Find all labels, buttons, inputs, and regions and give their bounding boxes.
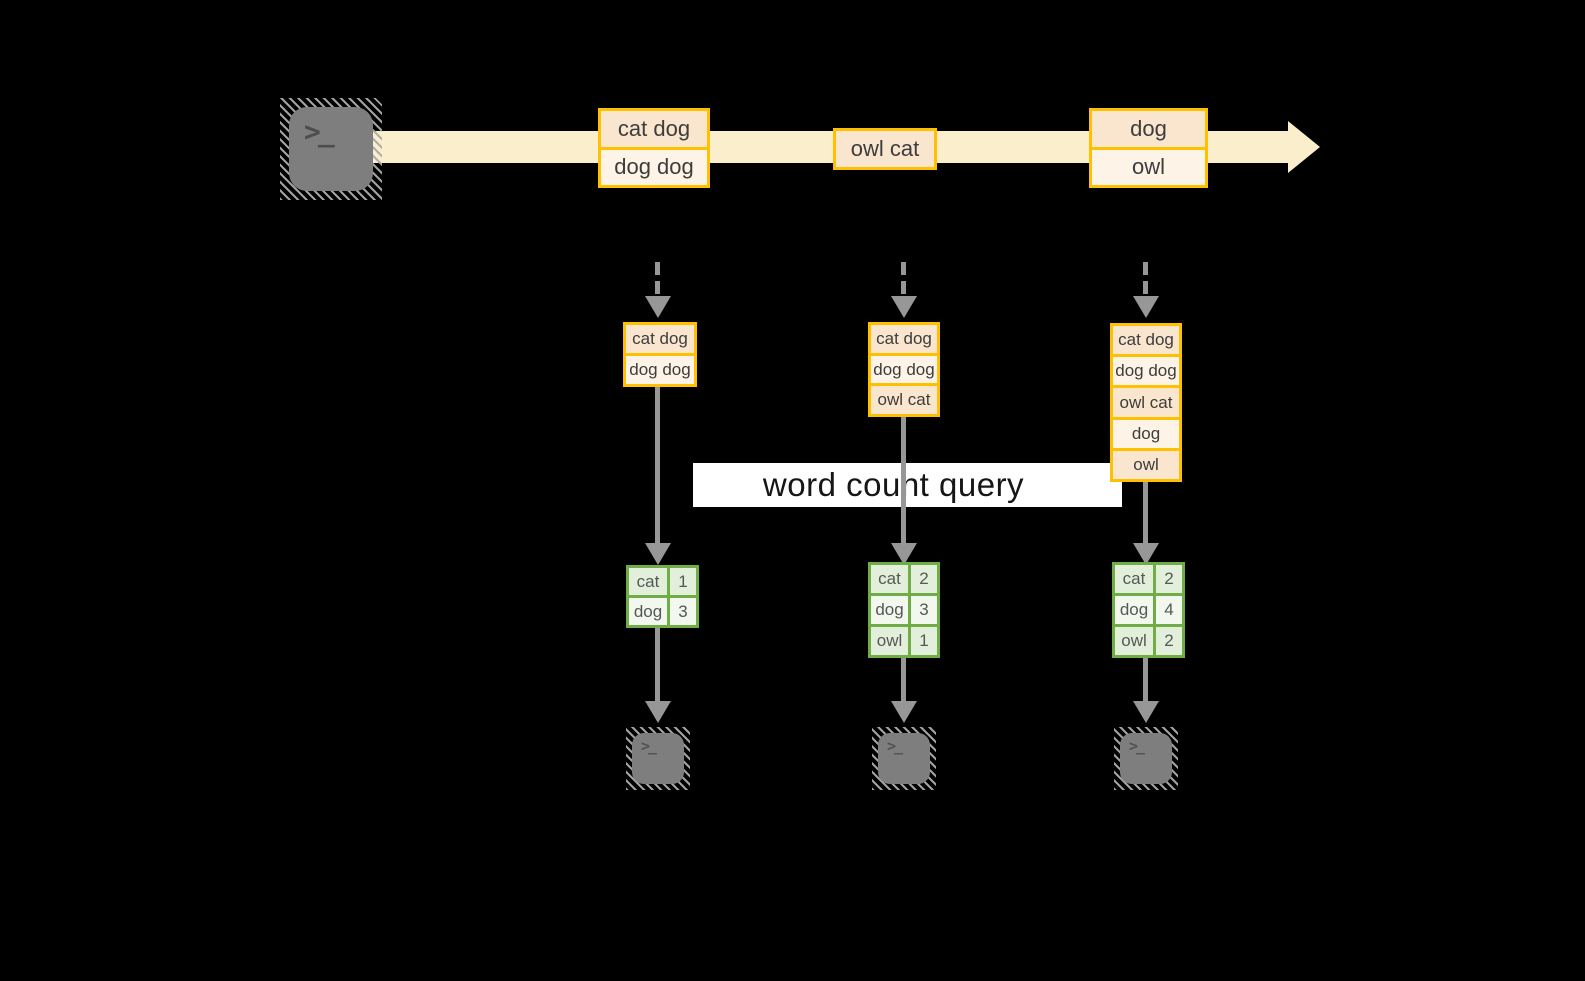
word-cell: cat — [1115, 565, 1153, 593]
dashed-arrow-line — [1143, 262, 1148, 296]
prompt-glyph: >_ — [1129, 737, 1145, 755]
count-cell: 2 — [911, 565, 937, 593]
count-cell: 1 — [911, 627, 937, 655]
arrowhead-icon — [891, 296, 917, 318]
arrowhead-icon — [1133, 543, 1159, 565]
prompt-glyph: >_ — [304, 115, 335, 148]
word-cell: cat — [629, 568, 667, 595]
record: cat dog — [1113, 326, 1179, 355]
input-log-2: cat dog dog dog owl cat — [868, 322, 940, 417]
flow-line — [655, 628, 660, 701]
terminal-body: >_ — [632, 733, 684, 784]
stream-batch-2: owl cat — [833, 128, 937, 170]
stream-arrowhead-icon — [1288, 121, 1320, 173]
count-cell: 3 — [911, 596, 937, 624]
count-cell: 3 — [670, 598, 696, 625]
prompt-glyph: >_ — [887, 737, 903, 755]
terminal-body: >_ — [289, 107, 373, 191]
stream-batch-1: cat dog dog dog — [598, 108, 710, 188]
word-cell: dog — [629, 598, 667, 625]
stream-batch-3: dog owl — [1089, 108, 1208, 188]
result-table-1: cat 1 dog 3 — [626, 565, 699, 628]
terminal-body: >_ — [1120, 733, 1172, 784]
record: dog dog — [601, 149, 707, 185]
client-terminal-icon-2: >_ — [872, 727, 936, 790]
flow-line — [901, 658, 906, 701]
flow-line — [901, 417, 906, 543]
count-cell: 2 — [1156, 565, 1182, 593]
dashed-arrow-line — [901, 262, 906, 296]
record: dog — [1113, 419, 1179, 448]
record: cat dog — [601, 111, 707, 147]
client-terminal-icon-3: >_ — [1114, 727, 1178, 790]
arrowhead-icon — [645, 543, 671, 565]
word-cell: dog — [871, 596, 908, 624]
input-log-1: cat dog dog dog — [623, 322, 697, 387]
record: dog dog — [871, 355, 937, 384]
record: owl — [1092, 149, 1205, 185]
record: cat dog — [871, 325, 937, 353]
result-table-2: cat 2 dog 3 owl 1 — [868, 562, 940, 658]
arrowhead-icon — [891, 543, 917, 565]
record: owl cat — [871, 386, 937, 415]
record: dog — [1092, 111, 1205, 147]
input-log-3: cat dog dog dog owl cat dog owl — [1110, 323, 1182, 482]
record: cat dog — [626, 325, 694, 353]
flow-line — [1143, 658, 1148, 701]
count-cell: 2 — [1156, 627, 1182, 655]
count-cell: 1 — [670, 568, 696, 595]
result-table-3: cat 2 dog 4 owl 2 — [1112, 562, 1185, 658]
word-cell: dog — [1115, 596, 1153, 624]
source-terminal-icon: >_ — [280, 98, 382, 200]
prompt-glyph: >_ — [641, 737, 657, 755]
dashed-arrow-line — [655, 262, 660, 296]
word-cell: owl — [871, 627, 908, 655]
arrowhead-icon — [1133, 701, 1159, 723]
client-terminal-icon-1: >_ — [626, 727, 690, 790]
record: owl — [1113, 450, 1179, 480]
word-cell: owl — [1115, 627, 1153, 655]
arrowhead-icon — [891, 701, 917, 723]
record: dog dog — [1113, 357, 1179, 386]
flow-line — [1143, 482, 1148, 543]
record: owl cat — [836, 131, 934, 167]
flow-line — [655, 387, 660, 543]
terminal-body: >_ — [878, 733, 930, 784]
query-label-band: word count query — [693, 463, 1122, 507]
arrowhead-icon — [1133, 296, 1159, 318]
record: owl cat — [1113, 388, 1179, 417]
word-cell: cat — [871, 565, 908, 593]
record: dog dog — [626, 356, 694, 384]
arrowhead-icon — [645, 296, 671, 318]
query-label: word count query — [762, 466, 1025, 503]
count-cell: 4 — [1156, 596, 1182, 624]
arrowhead-icon — [645, 701, 671, 723]
